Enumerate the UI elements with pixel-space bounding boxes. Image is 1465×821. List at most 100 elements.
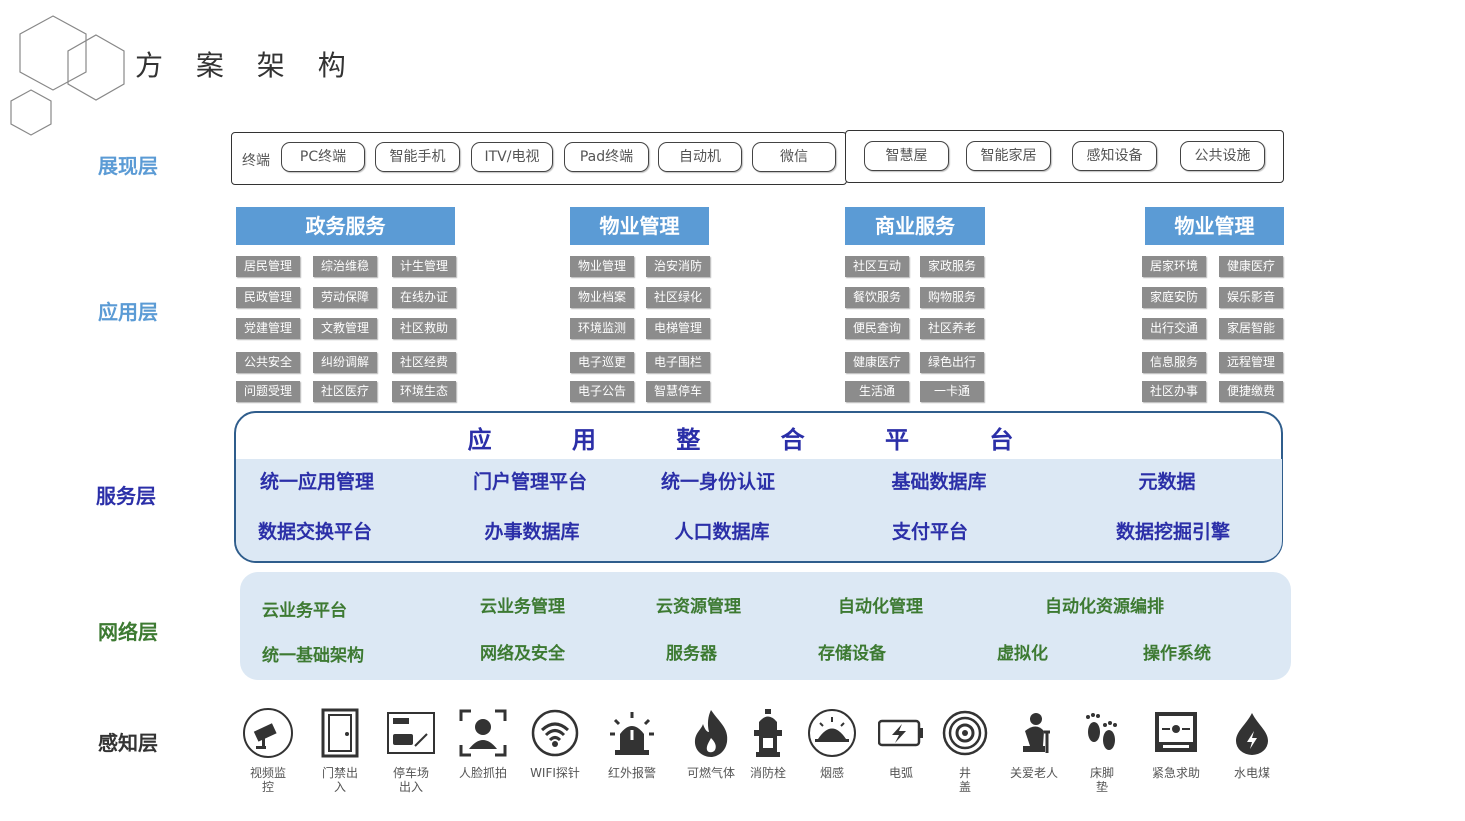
app-tag: 物业管理 — [570, 256, 634, 277]
sensing-item: 井 盖 — [930, 706, 1000, 794]
terminal-pill: Pad终端 — [564, 142, 649, 172]
terminal-pill: 微信 — [752, 142, 836, 172]
app-tag: 党建管理 — [236, 318, 300, 339]
app-tag: 劳动保障 — [313, 287, 377, 308]
network-item: 云资源管理 — [656, 597, 741, 617]
network-panel — [240, 572, 1291, 680]
app-tag: 电子公告 — [570, 381, 634, 402]
sensing-label: 电弧 — [888, 766, 913, 780]
app-tag: 社区办事 — [1142, 381, 1206, 402]
app-tag: 纠纷调解 — [313, 352, 377, 373]
app-tag: 社区经费 — [392, 352, 456, 373]
app-tag: 电梯管理 — [646, 318, 710, 339]
category-header: 商业服务 — [845, 207, 985, 245]
sensing-label: 烟感 — [819, 766, 844, 780]
service-item: 办事数据库 — [484, 521, 580, 543]
app-tag: 文教管理 — [313, 318, 377, 339]
sensing-item: 门禁出 入 — [305, 706, 375, 794]
app-tag: 电子围栏 — [646, 352, 710, 373]
wifi-icon — [520, 706, 590, 760]
sensing-item: 床脚 垫 — [1067, 706, 1137, 794]
sensing-item: WIFI探针 — [520, 706, 590, 780]
layer-label-sensing: 感知层 — [98, 731, 158, 755]
network-item: 云业务管理 — [480, 597, 565, 617]
network-item: 统一基础架构 — [262, 646, 364, 666]
door-icon — [305, 706, 375, 760]
page-title: 方 案 架 构 — [135, 49, 358, 82]
sensing-item: 停车场 出入 — [376, 706, 446, 794]
service-item: 统一身份认证 — [661, 471, 776, 493]
sensing-label: WIFI探针 — [530, 766, 580, 780]
sensing-label: 井 盖 — [958, 766, 971, 794]
app-tag: 电子巡更 — [570, 352, 634, 373]
app-tag: 健康医疗 — [1219, 256, 1283, 277]
app-tag: 绿色出行 — [920, 352, 984, 373]
app-tag: 社区互动 — [845, 256, 909, 277]
app-tag: 民政管理 — [236, 287, 300, 308]
app-tag: 餐饮服务 — [845, 287, 909, 308]
app-tag: 家居智能 — [1219, 318, 1283, 339]
network-item: 自动化资源编排 — [1045, 597, 1164, 617]
app-tag: 综治维稳 — [313, 256, 377, 277]
water-drop-icon — [1217, 706, 1287, 760]
app-tag: 居家环境 — [1142, 256, 1206, 277]
parking-icon — [376, 706, 446, 760]
service-item: 数据挖掘引擎 — [1116, 521, 1231, 543]
sensing-label: 门禁出 入 — [321, 766, 358, 794]
terminal-group — [231, 132, 847, 185]
app-tag: 家政服务 — [920, 256, 984, 277]
device-pill: 智慧屋 — [864, 141, 949, 171]
app-tag: 社区医疗 — [313, 381, 377, 402]
layer-label-display: 展现层 — [98, 154, 158, 178]
app-tag: 环境生态 — [392, 381, 456, 402]
sensing-item: 可燃气体 — [676, 706, 746, 780]
terminal-pill: PC终端 — [281, 142, 365, 172]
camera-icon — [233, 706, 303, 760]
sensing-label: 消防栓 — [749, 766, 786, 780]
network-item: 存储设备 — [818, 644, 886, 664]
sensing-item: 烟感 — [797, 706, 867, 780]
sensing-label: 可燃气体 — [686, 766, 735, 780]
service-panel — [236, 459, 1282, 561]
service-item: 人口数据库 — [674, 521, 770, 543]
terminal-pill: 自动机 — [658, 142, 742, 172]
network-item: 云业务平台 — [262, 601, 347, 621]
app-tag: 远程管理 — [1219, 352, 1283, 373]
sensing-item: 水电煤 — [1217, 706, 1287, 780]
sensing-label: 紧急求助 — [1151, 766, 1200, 780]
terminal-pill: ITV/电视 — [471, 142, 553, 172]
network-item: 虚拟化 — [997, 644, 1048, 664]
sensing-item: 人脸抓拍 — [448, 706, 518, 780]
layer-label-network: 网络层 — [98, 620, 158, 644]
sensing-label: 停车场 出入 — [392, 766, 429, 794]
elderly-icon — [999, 706, 1069, 760]
app-tag: 治安消防 — [646, 256, 710, 277]
device-pill: 公共设施 — [1180, 141, 1265, 171]
manhole-icon — [930, 706, 1000, 760]
app-tag: 社区养老 — [920, 318, 984, 339]
sensing-label: 人脸抓拍 — [458, 766, 507, 780]
app-tag: 居民管理 — [236, 256, 300, 277]
app-tag: 购物服务 — [920, 287, 984, 308]
app-tag: 公共安全 — [236, 352, 300, 373]
sensing-label: 视频监 控 — [249, 766, 286, 794]
sensing-item: 消防栓 — [733, 706, 803, 780]
layer-label-service: 服务层 — [96, 484, 156, 508]
service-title: 应 用 整 合 平 台 — [467, 426, 1050, 454]
service-item: 统一应用管理 — [260, 471, 375, 493]
app-tag: 家庭安防 — [1142, 287, 1206, 308]
service-item: 支付平台 — [892, 521, 969, 543]
service-item: 元数据 — [1138, 471, 1196, 493]
service-item: 基础数据库 — [891, 471, 987, 493]
app-tag: 娱乐影音 — [1219, 287, 1283, 308]
app-tag: 健康医疗 — [845, 352, 909, 373]
face-scan-icon — [448, 706, 518, 760]
app-tag: 社区救助 — [392, 318, 456, 339]
sensing-item: 紧急求助 — [1141, 706, 1211, 780]
layer-label-application: 应用层 — [98, 300, 158, 324]
flame-icon — [676, 706, 746, 760]
sensing-label: 红外报警 — [607, 766, 656, 780]
emergency-panel-icon — [1141, 706, 1211, 760]
app-tag: 一卡通 — [920, 381, 984, 402]
app-tag: 在线办证 — [392, 287, 456, 308]
